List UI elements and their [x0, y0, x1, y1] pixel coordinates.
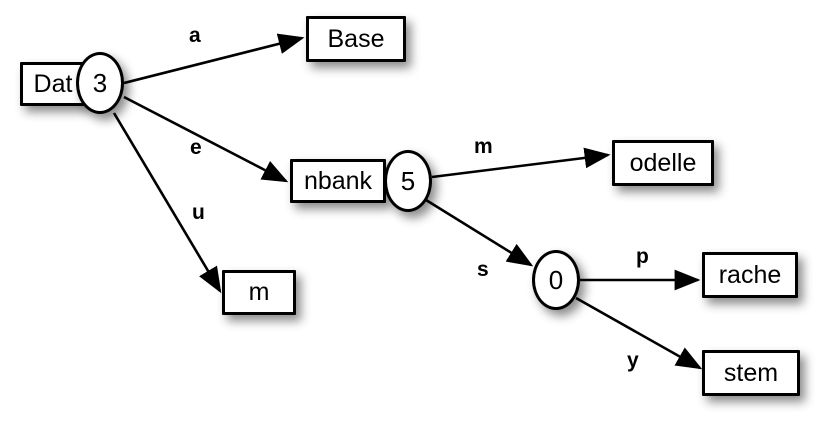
- node-label-five: 5: [400, 166, 416, 196]
- node-label-base: Base: [327, 24, 385, 53]
- edge-label-e-m: m: [474, 135, 493, 158]
- edge-e-e: [123, 95, 289, 183]
- edge-label-e-s: s: [477, 258, 489, 281]
- node-m_box[interactable]: m: [222, 270, 296, 315]
- node-label-dat: Dat: [33, 69, 73, 98]
- edge-label-e-u: u: [192, 201, 205, 224]
- edge-label-e-p: p: [636, 245, 649, 268]
- edge-label-e-e: e: [190, 136, 202, 159]
- edge-label-e-y: y: [627, 349, 639, 372]
- node-label-stem: stem: [723, 358, 779, 387]
- node-dat[interactable]: Dat: [20, 62, 86, 106]
- edge-e-m: [431, 147, 611, 179]
- node-nbank[interactable]: nbank: [290, 159, 386, 203]
- edge-label-e-a: a: [189, 24, 201, 47]
- node-label-nbank: nbank: [303, 166, 373, 195]
- node-label-zero: 0: [548, 265, 564, 295]
- node-zero[interactable]: 0: [532, 250, 580, 310]
- node-five[interactable]: 5: [384, 150, 432, 212]
- node-label-rache: rache: [718, 260, 782, 289]
- edge-e-y: [575, 296, 703, 370]
- edge-e-u: [112, 112, 222, 294]
- node-label-odelle: odelle: [629, 148, 697, 177]
- edge-e-a: [123, 33, 305, 85]
- node-label-three: 3: [92, 68, 108, 98]
- node-three[interactable]: 3: [76, 52, 124, 114]
- node-label-m_box: m: [248, 278, 270, 306]
- node-base[interactable]: Base: [306, 16, 406, 62]
- node-rache[interactable]: rache: [702, 252, 798, 298]
- node-odelle[interactable]: odelle: [612, 140, 714, 186]
- node-stem[interactable]: stem: [702, 350, 800, 396]
- edge-lines-group: [112, 33, 703, 370]
- edge-e-s: [425, 198, 534, 267]
